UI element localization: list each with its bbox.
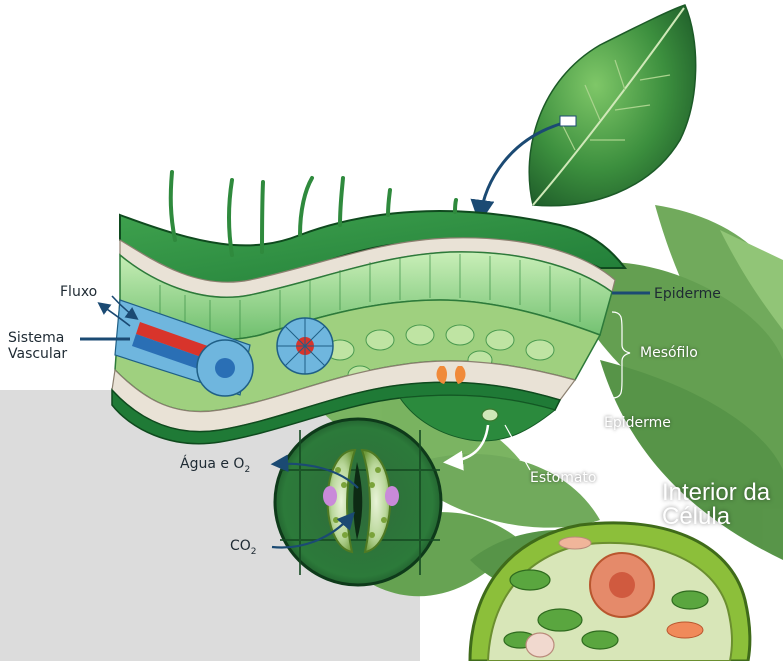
- label-agua-o2: Água e O2: [180, 456, 250, 475]
- label-celula: Célula: [662, 505, 783, 529]
- leaf-cross-section: [112, 172, 625, 444]
- label-interior: Interior da: [662, 481, 783, 505]
- label-mesofilo: Mesófilo: [640, 345, 698, 361]
- label-vascular: Vascular: [8, 346, 67, 362]
- label-agua-sub: 2: [244, 465, 250, 475]
- label-fluxo: Fluxo: [60, 284, 97, 300]
- leaf-illustration: [529, 5, 695, 206]
- label-estomato: Estomato: [530, 470, 596, 486]
- label-interior-celula: Interior da Célula: [662, 481, 783, 529]
- label-sistema-vascular: Sistema Vascular: [8, 330, 67, 362]
- label-sistema: Sistema: [8, 330, 67, 346]
- label-co2: CO2: [230, 538, 257, 557]
- label-epiderme-bottom: Epiderme: [604, 415, 671, 431]
- leaf-highlight-marker: [560, 116, 576, 126]
- label-co2-prefix: CO: [230, 538, 251, 554]
- label-co2-sub: 2: [251, 547, 257, 557]
- label-agua-prefix: Água e O: [180, 456, 244, 472]
- label-epiderme-top: Epiderme: [654, 286, 721, 302]
- stoma-magnified: [272, 419, 441, 585]
- epiderme-bottom-leader: [565, 395, 600, 420]
